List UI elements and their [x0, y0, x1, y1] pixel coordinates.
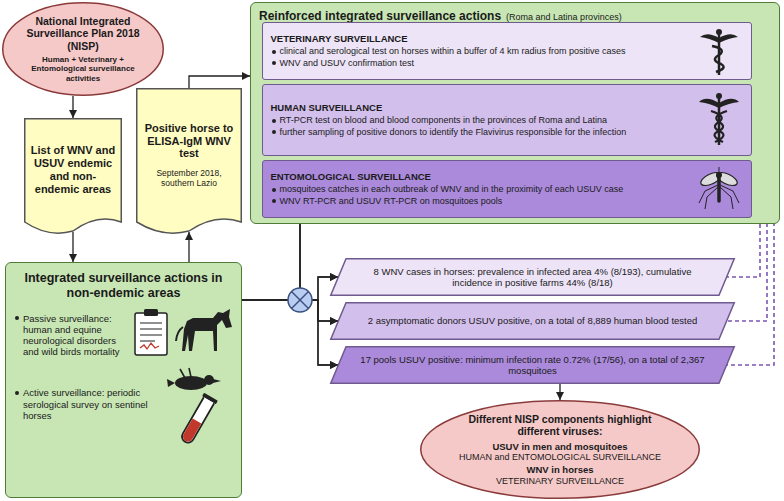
- heading-text: VETERINARY SURVEILLANCE: [271, 33, 691, 44]
- heading-text: Reinforced integrated surveillance actio…: [259, 9, 501, 23]
- shape-outline: [421, 401, 700, 499]
- test-tube-icon: [169, 391, 225, 451]
- bullet-text: RT-PCR test on blood and blood component…: [271, 115, 691, 126]
- body-text: VETERINARY SURVEILLANCE: [450, 476, 670, 487]
- body-text: (Roma and Latina provinces): [506, 12, 622, 22]
- heading-text: HUMAN SURVEILLANCE: [271, 102, 691, 113]
- section-box: HUMAN SURVEILLANCE RT-PCR test on blood a…: [262, 84, 752, 156]
- result-box: 8 WNV cases in horses: prevalence in inf…: [330, 258, 735, 296]
- body-text: Human + Veterinary + Entomological surve…: [20, 55, 146, 83]
- section-box: VETERINARY SURVEILLANCE clinical and sero…: [262, 22, 752, 80]
- heading-text: 8 WNV cases in horses: prevalence in inf…: [354, 266, 711, 288]
- bullet-text: Passive surveillance: human and equine n…: [14, 313, 129, 358]
- section-box: ENTOMOLOGICAL SURVEILLANCE mosquitoes cat…: [262, 160, 752, 218]
- bullet-text: further sampling of positive donors to i…: [271, 127, 691, 138]
- caduceus-icon: [697, 27, 741, 77]
- bullet-text: WNV and USUV confirmation test: [271, 58, 691, 69]
- plan-ellipse: National Integrated Surveillance Plan 20…: [2, 2, 164, 96]
- bullet-text: WNV RT-PCR and USUV RT-PCR on mosquitoes…: [271, 196, 691, 207]
- arrow-connector: [189, 76, 250, 88]
- document-box: List of WNV and USUV endemic and non-end…: [24, 118, 122, 232]
- bullet-text: Active surveillance: periodic serologica…: [14, 387, 153, 421]
- body-text: WNV in horses: [450, 464, 670, 475]
- caduceus-icon: [697, 91, 741, 147]
- heading-text: 17 pools USUV positive: minimum infectio…: [354, 354, 711, 376]
- shape-outline: [136, 88, 242, 232]
- shape-outline: [3, 3, 164, 96]
- body-text: HUMAN and ENTOMOLOGICAL SURVEILLANCE: [450, 452, 670, 463]
- group-box: Reinforced integrated surveillance actio…: [250, 2, 780, 224]
- heading-text: Positive horse to ELISA-IgM WNV test: [142, 122, 236, 161]
- arrow-connector: [72, 232, 73, 262]
- passive-surveillance-icons: [133, 307, 237, 399]
- conclusion-ellipse: Different NISP components highlight diff…: [420, 400, 700, 499]
- shape-outline: [331, 303, 735, 340]
- arrow-connector: [559, 384, 560, 400]
- heading-text: ENTOMOLOGICAL SURVEILLANCE: [271, 171, 691, 182]
- shape-outline: [137, 89, 242, 233]
- heading-text: Different NISP components highlight diff…: [450, 413, 670, 438]
- bullet-text: mosquitoes catches in each outbreak of W…: [271, 184, 691, 195]
- body-text: September 2018, southern Lazio: [142, 168, 236, 188]
- result-box: 2 asymptomatic donors USUV positive, on …: [330, 302, 735, 340]
- shape-outline: [331, 259, 735, 296]
- document-box: Positive horse to ELISA-IgM WNV testSept…: [136, 88, 242, 232]
- group-box: Integrated surveillance actions in non-e…: [5, 262, 242, 498]
- heading-text: Integrated surveillance actions in non-e…: [14, 271, 233, 301]
- mosquito-icon: [695, 167, 743, 211]
- result-box: 17 pools USUV positive: minimum infectio…: [330, 346, 735, 384]
- heading-text: National Integrated Surveillance Plan 20…: [20, 15, 146, 52]
- arrow-connector: [188, 232, 189, 262]
- arrow-connector: [242, 300, 338, 365]
- bullet-text: clinical and serological test on horses …: [271, 46, 691, 57]
- shape-outline: [331, 347, 735, 384]
- heading-text: List of WNV and USUV endemic and non-end…: [30, 144, 116, 196]
- heading-text: 2 asymptomatic donors USUV positive, on …: [354, 315, 711, 326]
- shape-outline: [25, 119, 122, 233]
- arrow-connector: [72, 96, 73, 118]
- body-text: USUV in men and mosquitoes: [450, 441, 670, 452]
